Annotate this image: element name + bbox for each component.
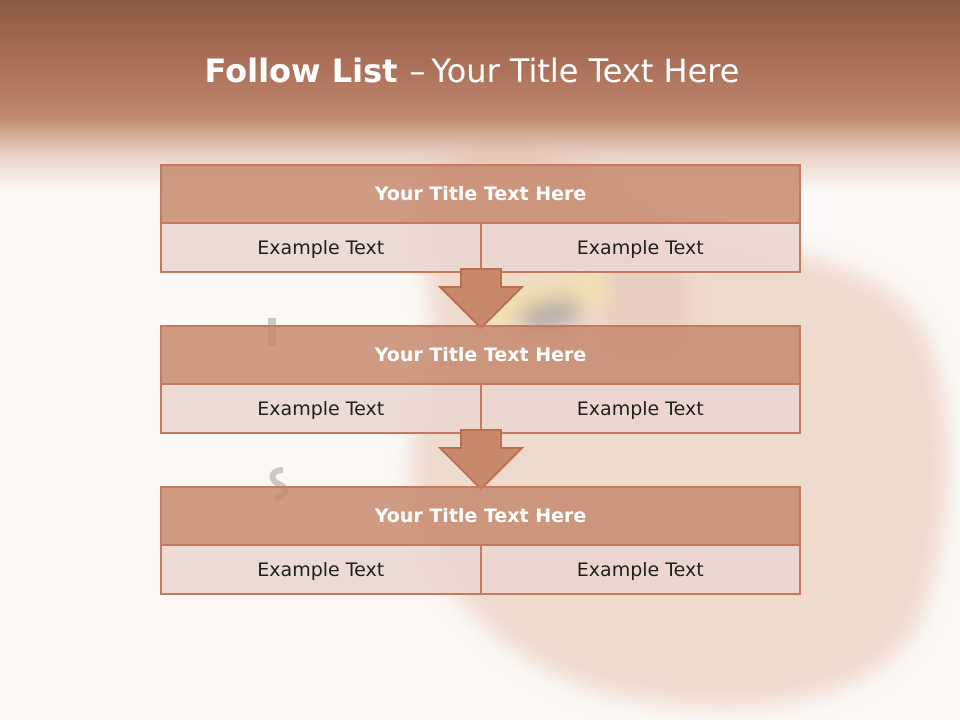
step-row: Example Text Example Text [162, 546, 799, 593]
title-separator: – [409, 52, 426, 90]
step-box-2: Your Title Text Here Example Text Exampl… [160, 325, 801, 434]
step-cell-left: Example Text [162, 224, 480, 271]
step-box-3: Your Title Text Here Example Text Exampl… [160, 486, 801, 595]
slide-title: Follow List–Your Title Text Here [0, 52, 944, 90]
step-cell-left: Example Text [162, 546, 480, 593]
down-arrow-icon [438, 268, 524, 330]
step-cell-right: Example Text [479, 385, 799, 432]
step-cell-right: Example Text [479, 546, 799, 593]
down-arrow-icon [438, 429, 524, 491]
step-box-1: Your Title Text Here Example Text Exampl… [160, 164, 801, 273]
step-row: Example Text Example Text [162, 385, 799, 432]
step-cell-left: Example Text [162, 385, 480, 432]
header-band [0, 0, 960, 190]
title-rest: Your Title Text Here [431, 52, 740, 90]
title-bold: Follow List [204, 52, 398, 90]
step-title: Your Title Text Here [162, 166, 799, 224]
step-cell-right: Example Text [479, 224, 799, 271]
step-row: Example Text Example Text [162, 224, 799, 271]
step-title: Your Title Text Here [162, 488, 799, 546]
step-title: Your Title Text Here [162, 327, 799, 385]
